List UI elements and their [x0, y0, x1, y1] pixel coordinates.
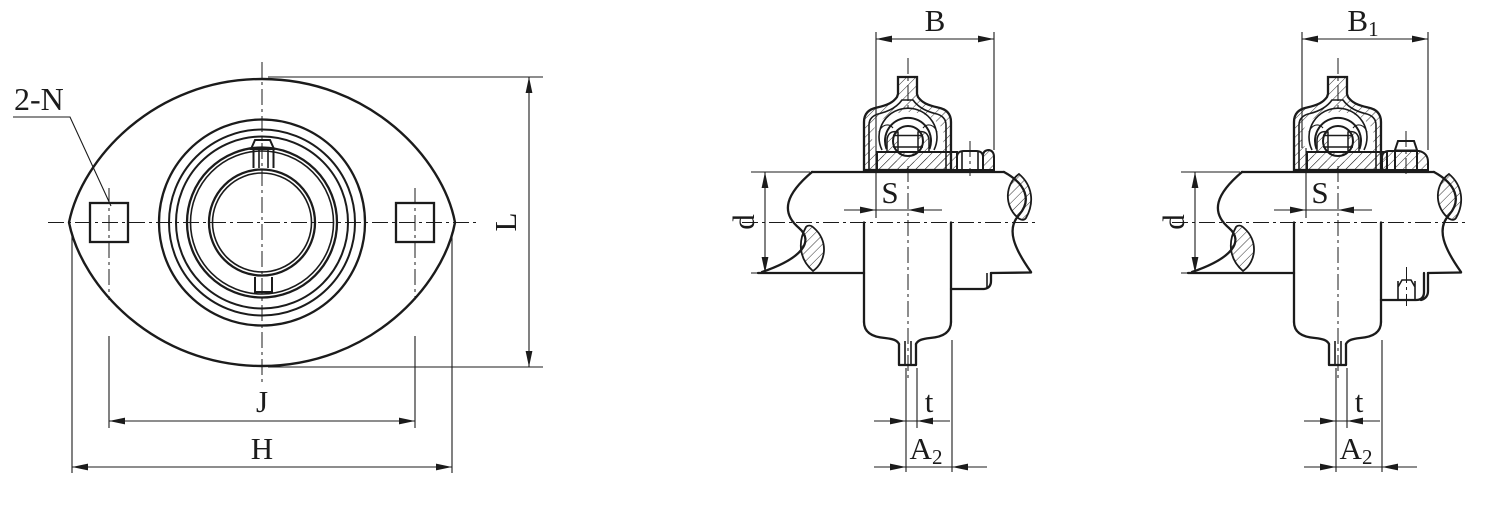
inner-ring-outer-circle [185, 146, 339, 299]
label-h: H [251, 431, 273, 466]
dimension-l: L [268, 76, 543, 368]
dimension-j: J [108, 336, 416, 428]
collar-below-shaft-b1 [1379, 271, 1426, 302]
section-view-b1: B1 [1156, 3, 1468, 472]
bore-circle2 [211, 172, 313, 273]
shaft-bottom-edge-right-b1 [1426, 271, 1463, 275]
housing-step-circle [168, 128, 356, 317]
hex-nut-facets [961, 152, 979, 170]
collar-below-outer-edge [1419, 271, 1430, 302]
housing-inner-circle [175, 135, 349, 310]
label-j: J [256, 384, 268, 419]
label-l: L [488, 213, 523, 232]
label-b1-main: B [1347, 3, 1368, 38]
label-b1: B1 [1347, 3, 1378, 41]
shaft-bottom-edge-right [989, 271, 1033, 275]
label-b1-sub: 1 [1368, 17, 1379, 41]
collar-below-shaft [949, 271, 993, 291]
housing-rim-circle [157, 118, 367, 327]
label-2n: 2-N [14, 81, 64, 117]
flange-oval-outline [67, 77, 457, 368]
inner-ring-outer-circle2 [189, 150, 335, 295]
set-screw-hole-bottom [254, 277, 273, 293]
front-view: 2-N L J H [13, 62, 543, 473]
bolt-hole-centerlines [108, 188, 416, 300]
bore-circle [207, 168, 317, 277]
section-view-b: B [726, 3, 1038, 472]
set-screw-head-top [249, 139, 276, 150]
bolt-hole-right [394, 201, 436, 244]
dimension-b: B [875, 3, 995, 150]
dimension-b1: B1 [1301, 3, 1429, 150]
label-b: B [925, 3, 946, 38]
collar-right-section [982, 148, 995, 171]
callout-2n: 2-N [13, 81, 112, 207]
dimension-h: H [71, 232, 453, 473]
set-screw-thread-top [258, 150, 269, 168]
leader-2n [13, 116, 112, 207]
bolt-hole-left [88, 201, 130, 244]
locking-collar-section [1381, 150, 1429, 171]
set-screw-hole-top [252, 150, 275, 168]
